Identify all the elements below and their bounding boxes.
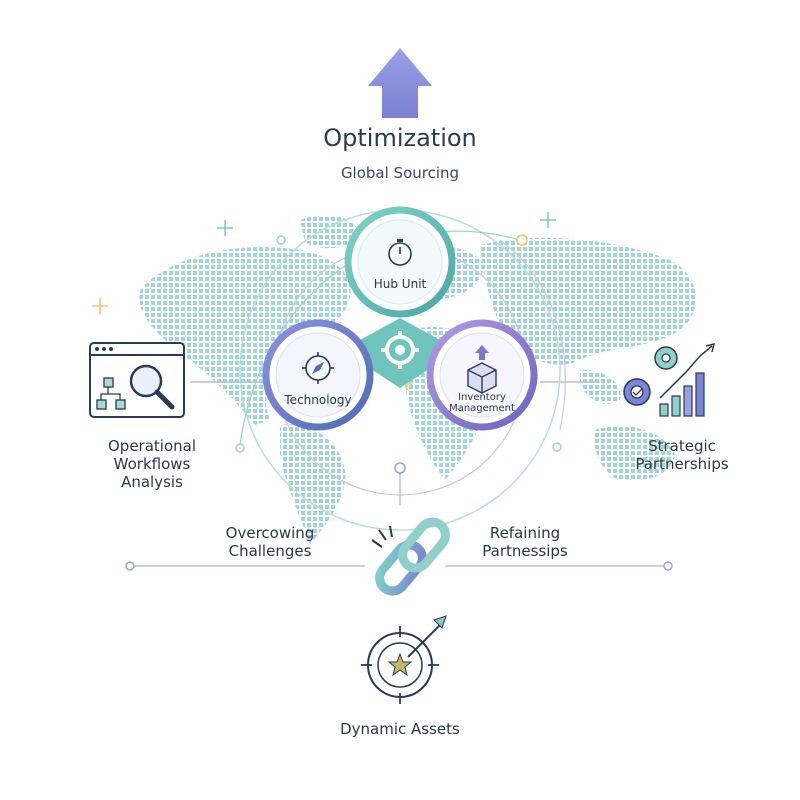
node-dot — [552, 442, 562, 452]
hub-node — [344, 206, 456, 318]
continent-asia — [480, 237, 697, 365]
continent-south-america — [280, 424, 346, 545]
decorative-markers — [92, 212, 673, 571]
label-line: Strategic — [648, 437, 716, 455]
strategic-partnerships-label: Strategic Partnerships — [612, 437, 752, 473]
continent-north-america — [139, 246, 351, 425]
gear-icon — [654, 346, 678, 370]
stopwatch-icon — [388, 239, 412, 266]
continent-se-asia — [580, 369, 621, 405]
inventory-label-line2: Management — [449, 403, 515, 414]
continent-greenland — [300, 215, 360, 249]
dynamic-assets-label: Dynamic Assets — [340, 720, 460, 738]
gear-icon — [360, 318, 440, 388]
package-icon — [467, 345, 497, 394]
chain-link-icon — [371, 517, 450, 596]
magnifier-flowchart-icon — [89, 342, 185, 418]
refaining-partnessips-label: Refaining Partnessips — [455, 524, 595, 560]
gears-chart-icon — [623, 342, 716, 417]
diagram-title: Optimization — [323, 124, 477, 152]
continent-australia — [594, 426, 675, 481]
inventory-label-line1: Inventory — [458, 392, 506, 403]
sparkle-icon — [540, 212, 556, 228]
node-dot — [663, 561, 673, 571]
sparkle-icon — [217, 220, 233, 236]
inventory-node-label: Inventory Management — [422, 392, 542, 414]
label-line: Workflows — [113, 455, 191, 473]
inventory-node — [426, 319, 538, 431]
technology-node-label: Technology — [284, 393, 352, 407]
connector-lines — [130, 381, 668, 567]
hub-node-label: Hub Unit — [373, 277, 427, 291]
label-line: Partnerships — [635, 455, 729, 473]
arrow-up-icon — [368, 48, 432, 118]
node-dot — [394, 462, 406, 474]
label-line: Analysis — [121, 473, 183, 491]
target-star-icon — [361, 615, 447, 704]
node-dot — [125, 561, 135, 571]
label-line: Overcowing — [225, 524, 315, 542]
compass-icon — [302, 352, 334, 384]
label-line: Operational — [107, 437, 196, 455]
label-line: Refaining — [489, 524, 561, 542]
node-dot — [235, 443, 245, 453]
node-dot — [276, 235, 286, 245]
label-line: Challenges — [228, 542, 312, 560]
overcowing-challenges-label: Overcowing Challenges — [200, 524, 340, 560]
operational-workflows-label: Operational Workflows Analysis — [72, 437, 232, 491]
node-dot — [516, 234, 528, 246]
technology-node — [262, 319, 374, 431]
label-line: Partnessips — [482, 542, 568, 560]
diagram-subtitle: Global Sourcing — [340, 164, 460, 182]
gear-icon — [623, 378, 651, 406]
sparkle-icon — [92, 298, 108, 314]
